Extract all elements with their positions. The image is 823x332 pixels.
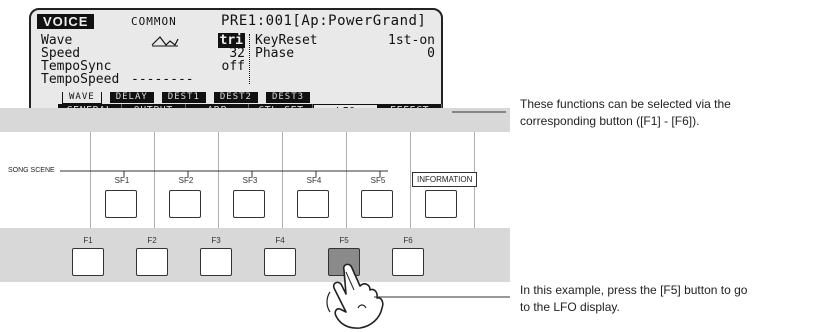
note-tabs-line1: These functions can be selected via the	[520, 96, 731, 113]
note-example: In this example, press the [F5] button t…	[520, 282, 747, 316]
note-example-line2: to the LFO display.	[520, 299, 747, 316]
note-tabs: These functions can be selected via the …	[520, 96, 731, 130]
note-example-line1: In this example, press the [F5] button t…	[520, 282, 747, 299]
note-tabs-line2: corresponding button ([F1] - [F6]).	[520, 113, 731, 130]
